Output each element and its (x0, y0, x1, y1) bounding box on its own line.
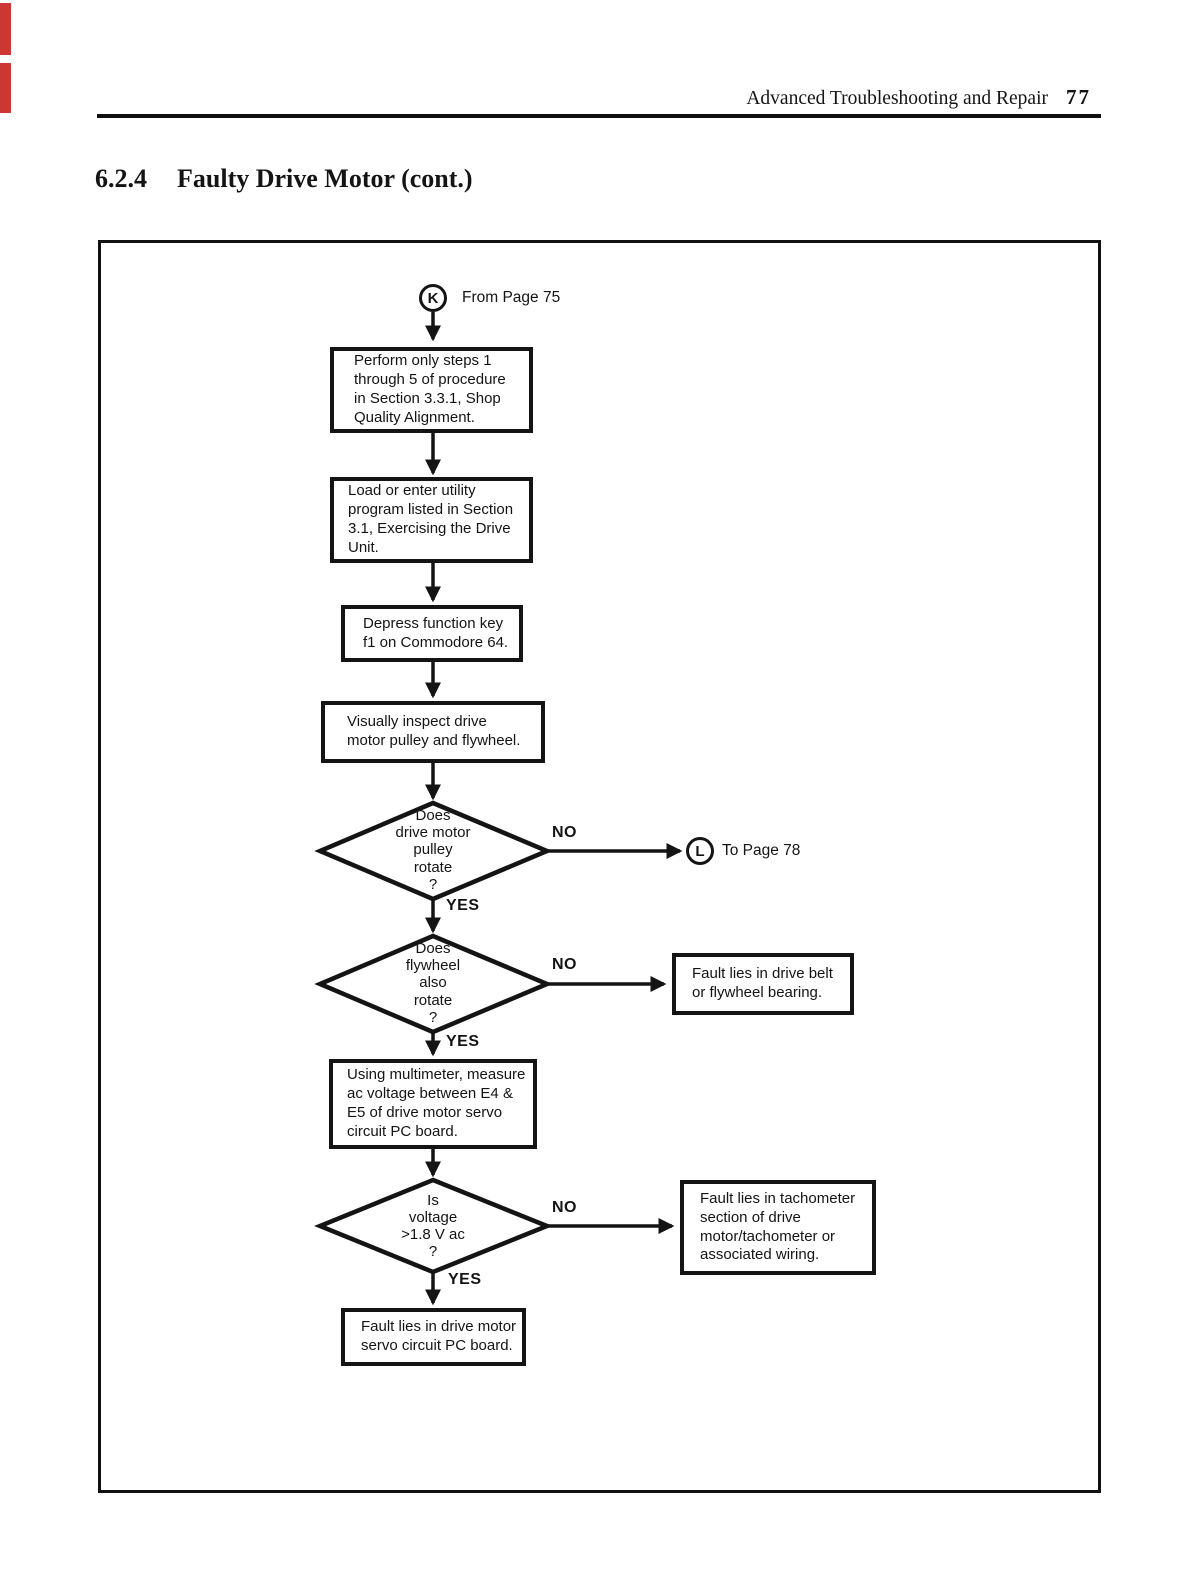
decision3-no-label: NO (552, 1199, 577, 1216)
step5-line: circuit PC board. (347, 1122, 458, 1140)
process-step-1: Perform only steps 1 through 5 of proced… (330, 347, 533, 433)
step4-line: motor pulley and flywheel. (347, 732, 521, 749)
result-tach-line: associated wiring. (700, 1246, 820, 1264)
process-step-5: Using multimeter, measure ac voltage bet… (329, 1059, 537, 1149)
decision2-line: also (419, 974, 447, 992)
connector-l-label: L (695, 842, 705, 860)
decision1-line: pulley (413, 841, 453, 859)
connector-circle-l: L (686, 837, 714, 865)
connector-circle-k: K (419, 284, 447, 312)
result-tachometer: Fault lies in tachometer section of driv… (680, 1180, 876, 1275)
running-header: Advanced Troubleshooting and Repair 77 (97, 85, 1101, 110)
decision3-yes-label: YES (448, 1271, 482, 1288)
step3-line: f1 on Commodore 64. (363, 633, 509, 651)
decision3-text: Is voltage >1.8 V ac ? (353, 1190, 513, 1262)
process-step-3: Depress function key f1 on Commodore 64. (341, 605, 523, 662)
decision2-yes-label: YES (446, 1033, 480, 1050)
decision1-no-label: NO (552, 824, 577, 841)
process-step-4: Visually inspect drive motor pulley and … (321, 701, 545, 763)
step1-line: in Section 3.3.1, Shop (354, 390, 501, 407)
result-tach-line: section of drive (700, 1208, 801, 1226)
result-servo-line: servo circuit PC board. (361, 1337, 513, 1354)
decision2-line: flywheel (405, 957, 461, 975)
decision1-line: ? (428, 875, 438, 893)
decision3-line: >1.8 V ac (401, 1226, 465, 1243)
result-servo-board: Fault lies in drive motor servo circuit … (341, 1308, 526, 1366)
decision2-text: Does flywheel also rotate ? (353, 939, 513, 1027)
step2-line: Unit. (348, 538, 379, 556)
decision1-line: rotate (413, 858, 453, 876)
section-heading: 6.2.4 Faulty Drive Motor (cont.) (95, 164, 473, 194)
step5-line: E5 of drive motor servo (347, 1104, 503, 1121)
step1-line: through 5 of procedure (354, 371, 506, 389)
decision1-yes-label: YES (446, 897, 480, 914)
result-belt-line: or flywheel bearing. (692, 984, 823, 1001)
step2-line: program listed in Section (348, 501, 514, 519)
from-page-caption: From Page 75 (462, 289, 561, 306)
step2-line: 3.1, Exercising the Drive (348, 520, 511, 537)
decision2-line: ? (428, 1008, 438, 1026)
to-page-caption: To Page 78 (722, 842, 801, 859)
decision1-line: Does (415, 807, 451, 825)
result-drive-belt: Fault lies in drive belt or flywheel bea… (672, 953, 854, 1015)
decision2-line: rotate (413, 991, 453, 1009)
step1-line: Perform only steps 1 (354, 352, 492, 370)
decision1-diamond (314, 800, 553, 902)
section-title: Faulty Drive Motor (cont.) (177, 164, 473, 193)
decision2-no-label: NO (552, 956, 577, 973)
scan-edge-mark (0, 3, 11, 55)
header-rule (97, 114, 1101, 118)
connector-k-label: K (427, 289, 439, 307)
result-tach-line: Fault lies in tachometer (700, 1189, 856, 1207)
step3-line: Depress function key (363, 614, 504, 632)
decision2-diamond (314, 933, 553, 1035)
process-step-2: Load or enter utility program listed in … (330, 477, 533, 563)
step4-line: Visually inspect drive (347, 713, 487, 731)
result-tach-line: motor/tachometer or (700, 1227, 836, 1245)
step1-line: Quality Alignment. (354, 408, 475, 426)
step5-line: Using multimeter, measure (347, 1066, 526, 1084)
section-number: 6.2.4 (95, 164, 147, 193)
decision3-line: voltage (408, 1208, 458, 1226)
result-belt-line: Fault lies in drive belt (692, 965, 833, 983)
flowchart-frame (98, 240, 1101, 1493)
header-title: Advanced Troubleshooting and Repair (746, 88, 1048, 109)
decision3-line: Is (427, 1191, 439, 1209)
page-number: 77 (1066, 85, 1091, 109)
decision1-text: Does drive motor pulley rotate ? (353, 806, 513, 894)
step5-line: ac voltage between E4 & (347, 1085, 513, 1103)
result-servo-line: Fault lies in drive motor (361, 1318, 517, 1336)
decision1-line: drive motor (395, 824, 471, 842)
decision3-diamond (314, 1177, 554, 1275)
decision3-line: ? (428, 1243, 438, 1261)
step2-line: Load or enter utility (348, 482, 476, 500)
decision2-line: Does (415, 940, 451, 958)
scan-edge-mark (0, 63, 11, 113)
